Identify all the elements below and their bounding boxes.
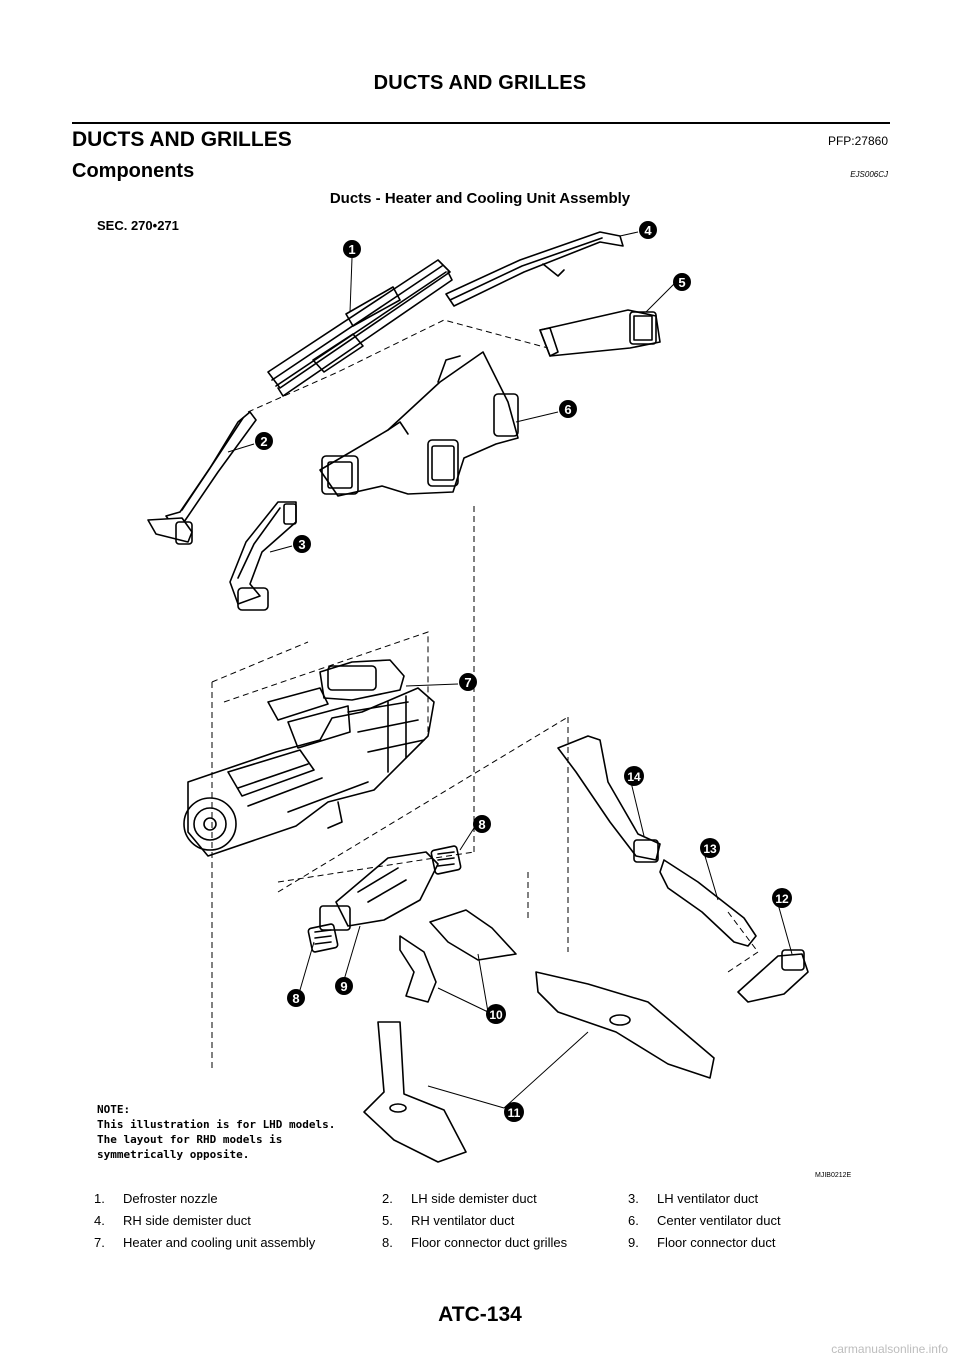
legend-label: RH ventilator duct [411,1212,515,1228]
callout-10: 10 [489,1008,503,1022]
callout-11: 11 [508,1106,521,1120]
callout-12: 12 [775,892,789,906]
legend-number: 8. [382,1234,393,1250]
part-family-code: PFP:27860 [827,134,888,148]
legend-label: Defroster nozzle [123,1190,218,1206]
callout-7: 7 [464,675,471,690]
legend-label: LH ventilator duct [657,1190,759,1206]
legend-label: Heater and cooling unit assembly [123,1234,316,1250]
note-line: symmetrically opposite. [97,1148,250,1161]
legend-number: 2. [382,1190,393,1206]
rear-floor-duct-parts [363,971,715,1163]
center-ventilator-duct-part [319,351,519,497]
page-number: ATC-134 [438,1303,522,1326]
floor-grille-parts [307,845,462,953]
callout-14: 14 [627,770,641,784]
figure-id: MJIB0212E [815,1172,852,1179]
legend-row: 7. Heater and cooling unit assembly 8. Flo… [94,1231,894,1253]
callout-8-upper: 8 [478,817,485,832]
legend-item: 5. RH ventilator duct [382,1213,628,1228]
legend-row: 1. Defroster nozzle 2. LH side demister du… [94,1187,894,1209]
section-divider [72,122,890,124]
legend-number: 1. [94,1190,105,1206]
note-line: This illustration is for LHD models. [97,1118,336,1131]
lh-ventilator-duct-part [229,501,297,611]
note-line: The layout for RHD models is [97,1133,283,1146]
rh-ventilator-duct-part [539,309,661,357]
legend-item: 2. LH side demister duct [382,1191,628,1206]
floor-duct-parts [399,909,517,1003]
legend-row: 4. RH side demister duct 5. RH ventilator … [94,1209,894,1231]
note-heading: NOTE: [97,1103,131,1116]
defroster-nozzle-part [267,259,453,397]
callout-6: 6 [564,402,571,417]
subsection-title: Components [72,160,195,182]
rear-side-duct-parts [557,735,809,1003]
section-label: SEC. 270•271 [97,218,179,233]
floor-connector-duct-part [319,851,439,931]
diagram-note: NOTE: This illustration is for LHD model… [97,1102,335,1162]
legend-number: 6. [628,1212,639,1228]
legend-item: 9. Floor connector duct [628,1235,888,1250]
legend-item: 1. Defroster nozzle [94,1191,382,1206]
heater-cooling-unit-part [183,659,435,857]
legend-number: 4. [94,1212,105,1228]
reference-code: EJS006CJ [850,170,888,179]
legend-label: Floor connector duct [657,1234,776,1250]
callout-13: 13 [703,842,717,856]
leader-lines [227,231,793,1109]
callout-5: 5 [678,275,685,290]
rh-side-demister-duct-part [445,231,624,307]
legend-item: 4. RH side demister duct [94,1213,382,1228]
exploded-diagram: 1 4 5 2 6 3 7 14 8 13 12 9 8 10 11 SEC. … [88,212,868,1184]
legend-number: 3. [628,1190,639,1206]
callout-1: 1 [348,242,355,257]
legend-label: RH side demister duct [123,1212,251,1228]
legend-number: 5. [382,1212,393,1228]
legend-label: Center ventilator duct [657,1212,781,1228]
legend-item: 3. LH ventilator duct [628,1191,888,1206]
legend-label: LH side demister duct [411,1190,537,1206]
page-header: DUCTS AND GRILLES [373,72,587,94]
callout-8-lower: 8 [292,991,299,1006]
legend-item: 7. Heater and cooling unit assembly [94,1235,382,1250]
legend-number: 9. [628,1234,639,1250]
lh-side-demister-duct-part [147,411,257,545]
callout-2: 2 [260,434,267,449]
legend-item: 8. Floor connector duct grilles [382,1235,628,1250]
legend-label: Floor connector duct grilles [411,1234,568,1250]
section-title: DUCTS AND GRILLES [72,128,292,151]
callout-9: 9 [340,979,347,994]
legend-item: 6. Center ventilator duct [628,1213,888,1228]
callout-3: 3 [298,537,305,552]
figure-title: Ducts - Heater and Cooling Unit Assembly [329,190,631,207]
callout-badges: 1 4 5 2 6 3 7 14 8 13 12 9 8 10 11 [255,221,792,1122]
callout-4: 4 [644,223,652,238]
watermark: carmanualsonline.info [831,1342,948,1356]
diagram-drawing: 1 4 5 2 6 3 7 14 8 13 12 9 8 10 11 [147,221,809,1163]
legend-number: 7. [94,1234,105,1250]
parts-legend: 1. Defroster nozzle 2. LH side demister du… [94,1187,894,1253]
